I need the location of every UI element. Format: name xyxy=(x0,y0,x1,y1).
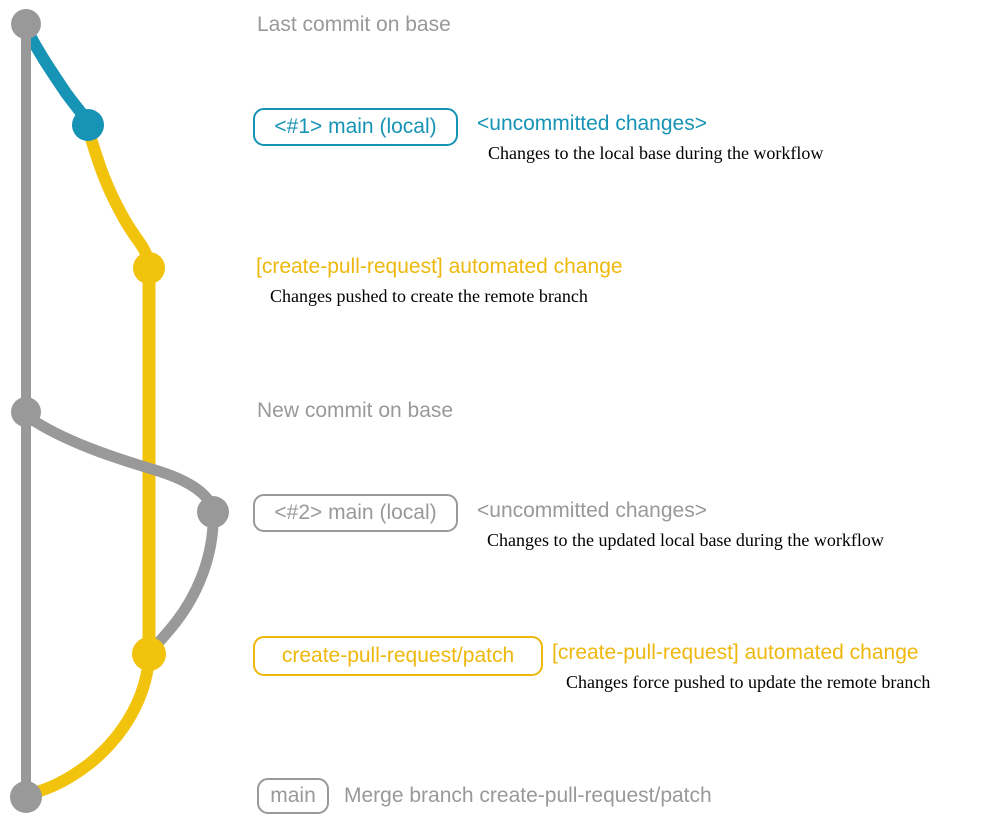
pr-branch-merge-curve xyxy=(24,661,154,800)
last-commit-label: Last commit on base xyxy=(257,13,451,36)
branch-badge-main-local-2: <#2> main (local) xyxy=(253,494,458,532)
commit-dot-automated-change-2 xyxy=(132,637,166,671)
automated-change-2-caption: Changes force pushed to update the remot… xyxy=(566,672,931,692)
pr-branch-curve-top xyxy=(83,126,154,266)
uncommitted-changes-2-caption: Changes to the updated local base during… xyxy=(487,530,884,550)
commit-dot-new-base xyxy=(11,397,41,427)
automated-change-1-caption: Changes pushed to create the remote bran… xyxy=(270,286,588,306)
uncommitted-changes-2-heading: <uncommitted changes> xyxy=(477,499,707,522)
commit-dot-local-main-2 xyxy=(197,496,229,528)
branch-badge-create-pull-request-patch: create-pull-request/patch xyxy=(253,636,543,676)
new-commit-label: New commit on base xyxy=(257,399,454,422)
uncommitted-changes-1-caption: Changes to the local base during the wor… xyxy=(488,143,824,163)
local-main2-branch-curve xyxy=(22,411,218,512)
commit-dot-automated-change-1 xyxy=(133,252,165,284)
merge-branch-heading: Merge branch create-pull-request/patch xyxy=(344,784,712,807)
branch-badge-main-local-1: <#1> main (local) xyxy=(253,108,458,146)
branch-badge-main: main xyxy=(257,778,329,814)
local-main-branch-curve xyxy=(21,24,93,126)
uncommitted-changes-1-heading: <uncommitted changes> xyxy=(477,112,707,135)
branch-badge-main-local-2-label: <#2> main (local) xyxy=(274,501,437,524)
local-main2-merge-curve xyxy=(145,519,219,657)
branch-badge-main-label: main xyxy=(270,784,316,807)
commit-dot-local-main-1 xyxy=(72,109,104,141)
automated-change-1-heading: [create-pull-request] automated change xyxy=(256,255,623,278)
branch-badge-main-local-1-label: <#1> main (local) xyxy=(274,115,437,138)
branch-badge-create-pull-request-patch-label: create-pull-request/patch xyxy=(281,644,515,667)
commit-dot-last-base xyxy=(11,9,41,39)
automated-change-2-heading: [create-pull-request] automated change xyxy=(552,641,919,664)
commit-dot-merge xyxy=(10,781,42,813)
